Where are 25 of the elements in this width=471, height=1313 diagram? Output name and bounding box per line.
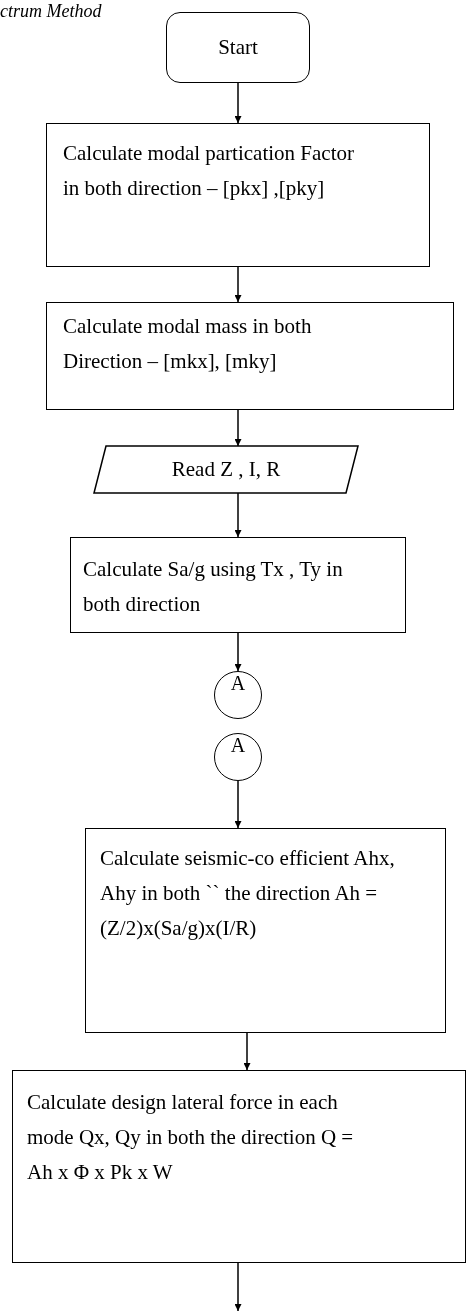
node-text: Calculate modal partication Factor in both direction – [pkx] ,[pky] [63, 140, 355, 202]
node-text: Calculate seismic-co efficient Ahx, Ahy in both `` the direction Ah = (Z/2)x(Sa/g)x(I/R) [100, 845, 396, 942]
node-text: Read Z , I, R [171, 456, 281, 483]
arrow [234, 266, 242, 303]
node-text: A [230, 734, 246, 756]
process-box [46, 123, 430, 267]
process-box [85, 828, 446, 1033]
title: ctrum Method [0, 0, 102, 22]
arrow [234, 632, 242, 672]
process-box [70, 537, 406, 633]
arrow [234, 409, 242, 447]
node-text: Calculate Sa/g using Tx , Ty in both direction [83, 556, 344, 618]
process-box [46, 302, 454, 410]
node-text: Calculate modal mass in both Direction – [mkx], [mky] [63, 313, 313, 375]
arrow [234, 492, 242, 538]
start-terminal [166, 12, 310, 83]
arrow [234, 780, 242, 829]
arrow [234, 82, 242, 124]
node-text: Start [218, 34, 258, 61]
node-text: A [230, 672, 246, 694]
arrow [243, 1032, 251, 1071]
node-text: Calculate design lateral force in each mode Qx, Qy in both the direction Q = Ah x Φ x Pk x W [27, 1089, 355, 1186]
arrow [234, 1262, 242, 1312]
process-box [12, 1070, 466, 1263]
input-parallelogram [93, 445, 359, 494]
